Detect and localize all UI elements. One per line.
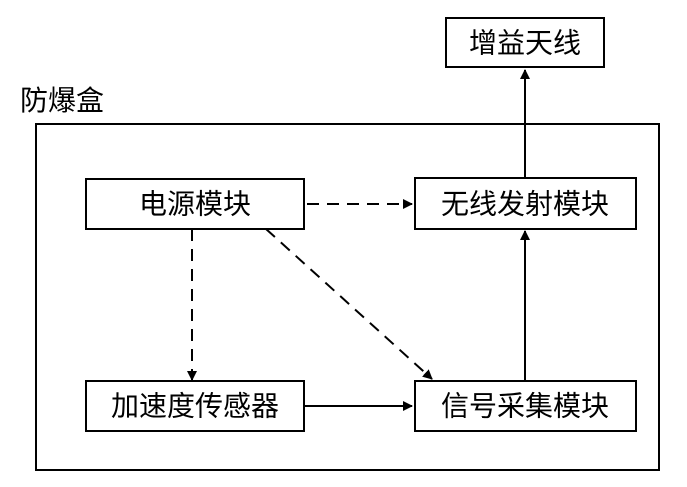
node-power: 电源模块: [85, 178, 305, 230]
edge-group: [187, 69, 530, 411]
explosion-proof-box: [35, 123, 660, 471]
node-acquisition: 信号采集模块: [414, 380, 637, 432]
node-accel: 加速度传感器: [85, 380, 305, 432]
node-power-label: 电源模块: [139, 188, 251, 221]
node-acquisition-box: [414, 380, 637, 432]
edge-power-to-acquisition: [265, 228, 433, 380]
node-power-box: [85, 178, 305, 230]
node-acquisition-label: 信号采集模块: [441, 390, 609, 423]
node-wireless-label: 无线发射模块: [441, 188, 609, 221]
node-wireless: 无线发射模块: [414, 177, 637, 230]
node-antenna-label: 增益天线: [469, 27, 581, 60]
node-accel-box: [85, 380, 305, 432]
node-wireless-box: [414, 177, 637, 230]
node-antenna-box: [445, 17, 605, 68]
node-antenna: 增益天线: [445, 17, 605, 68]
explosion-proof-box-label: 防爆盒: [20, 84, 104, 117]
node-accel-label: 加速度传感器: [111, 390, 279, 423]
